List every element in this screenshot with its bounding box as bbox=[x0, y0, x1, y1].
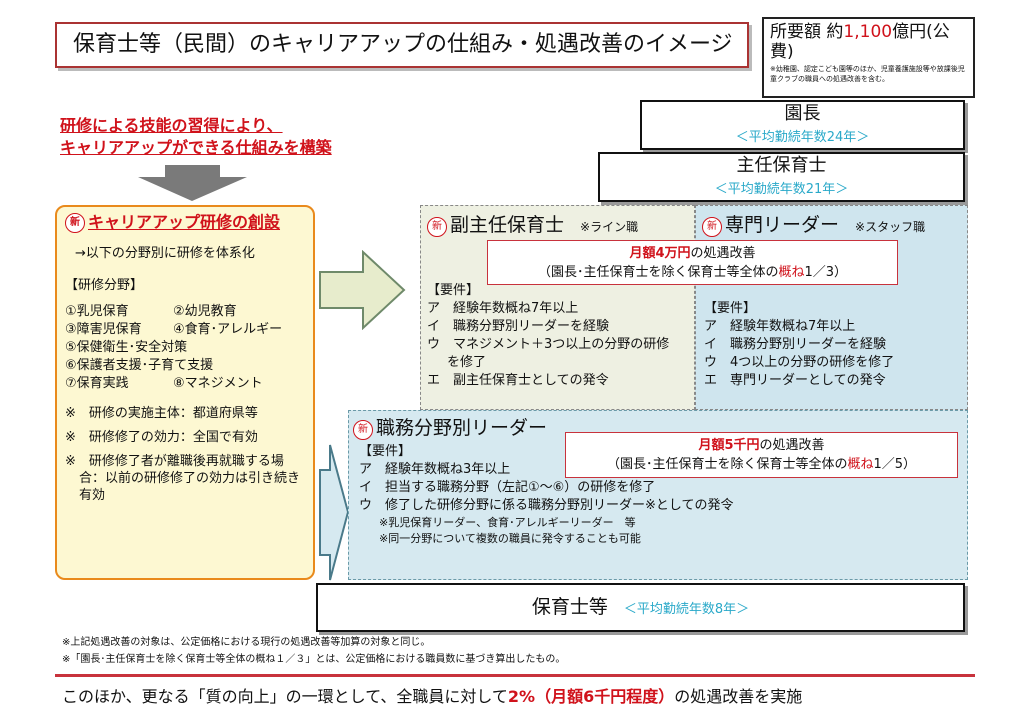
field-item: ⑥保護者支援･子育て支援 bbox=[65, 358, 214, 373]
right-arrow-icon bbox=[319, 444, 350, 581]
training-note: ※ 研修修了の効力：全国で有効 bbox=[65, 430, 258, 445]
training-box: 新キャリアアップ研修の創設 →以下の分野別に研修を体系化 【研修分野】 ①乳児保… bbox=[55, 205, 315, 580]
new-badge-icon: 新 bbox=[65, 213, 85, 233]
vice-type: ※ライン職 bbox=[580, 220, 639, 234]
pay-box-5k: 月額5千円の処遇改善 （園長･主任保育士を除く保育士等全体の概ね1／5） bbox=[565, 432, 958, 478]
rank-name: 主任保育士 bbox=[736, 155, 827, 176]
pay-box-40k: 月額4万円の処遇改善 （園長･主任保育士を除く保育士等全体の概ね1／3） bbox=[487, 240, 898, 285]
vice-chief-panel: 新副主任保育士 ※ライン職 【要件】 ア 経験年数概ね7年以上 イ 職務分野別リ… bbox=[420, 205, 695, 410]
pay-ratio: 概ね bbox=[778, 265, 805, 280]
req-item: エ 専門リーダーとしての発令 bbox=[704, 373, 886, 388]
new-badge-icon: 新 bbox=[353, 419, 373, 440]
summary-highlight: 2%（月額6千円程度） bbox=[507, 687, 675, 706]
field-item: ⑧マネジメント bbox=[173, 376, 263, 391]
req-item: ウ 4つ以上の分野の研修を修了 bbox=[704, 355, 895, 370]
training-note: ※ 研修の実施主体：都道府県等 bbox=[65, 406, 258, 421]
pay-fraction: 1／3） bbox=[804, 265, 848, 280]
rank-name: 園長 bbox=[784, 103, 821, 124]
pay-fraction: 1／5） bbox=[873, 457, 917, 472]
page-title: 保育士等（民間）のキャリアアップの仕組み・処遇改善のイメージ bbox=[55, 22, 749, 68]
footnotes: ※上記処遇改善の対象は、公定価格における現行の処遇改善等加算の対象と同じ。 ※「… bbox=[62, 634, 565, 668]
pay-scope: （園長･主任保育士を除く保育士等全体の bbox=[606, 457, 848, 472]
specialist-title: 専門リーダー bbox=[725, 214, 840, 236]
field-item: ⑤保健衛生･安全対策 bbox=[65, 340, 188, 355]
field-leader-title: 職務分野別リーダー bbox=[376, 417, 548, 439]
req-item: ア 経験年数概ね7年以上 bbox=[704, 319, 856, 334]
cost-suffix: 億円(公費) bbox=[770, 22, 950, 62]
rank-chief: 主任保育士 ＜平均勤続年数21年＞ bbox=[598, 152, 965, 202]
req-item: ア 経験年数概ね3年以上 bbox=[359, 462, 511, 477]
vice-title: 副主任保育士 bbox=[450, 214, 565, 236]
lead-line-2: キャリアアップができる仕組みを構築 bbox=[60, 138, 332, 157]
req-label: 【要件】 bbox=[359, 444, 412, 459]
req-item: ウ 修了した研修分野に係る職務分野別リーダー※としての発令 bbox=[359, 498, 734, 513]
cost-amount: 1,100 bbox=[843, 22, 893, 42]
req-item: イ 職務分野別リーダーを経験 bbox=[704, 337, 887, 352]
field-item: ⑦保育実践 bbox=[65, 376, 129, 391]
new-badge-icon: 新 bbox=[702, 216, 722, 237]
rank-staff: 保育士等 ＜平均勤続年数8年＞ bbox=[316, 583, 965, 632]
divider bbox=[55, 674, 975, 677]
rank-name: 保育士等 bbox=[531, 596, 608, 618]
specialist-panel: 新専門リーダー ※スタッフ職 【要件】 ア 経験年数概ね7年以上 イ 職務分野別… bbox=[695, 205, 968, 410]
fields-label: 【研修分野】 bbox=[65, 278, 144, 293]
training-note: ※ 研修修了者が離職後再就職する場合：以前の研修修了の効力は引き続き有効 bbox=[65, 454, 301, 503]
req-label: 【要件】 bbox=[704, 301, 757, 316]
fields-list: ①乳児保育 ②幼児教育 ③障害児保育 ④食育･アレルギー ⑤保健衛生･安全対策 ⑥保… bbox=[65, 303, 305, 393]
pay-text: の処遇改善 bbox=[690, 246, 756, 261]
training-title: キャリアアップ研修の創設 bbox=[88, 212, 281, 232]
summary-text: の処遇改善を実施 bbox=[674, 687, 803, 706]
down-arrow-icon bbox=[138, 165, 247, 201]
lead-line-1: 研修による技能の習得により、 bbox=[60, 116, 283, 135]
cost-box: 所要額 約1,100億円(公費) ※幼稚園、認定こども園等のほか、児童養護施設等… bbox=[762, 17, 975, 98]
lead-text: 研修による技能の習得により、 キャリアアップができる仕組みを構築 bbox=[60, 115, 332, 159]
rank-years: ＜平均勤続年数24年＞ bbox=[735, 130, 870, 145]
pay-ratio: 概ね bbox=[847, 457, 874, 472]
cost-note: ※幼稚園、認定こども園等のほか、児童養護施設等や放課後児童クラブの職員への処遇改… bbox=[770, 65, 965, 83]
footnote: ※「園長･主任保育士を除く保育士等全体の概ね１／３」とは、公定価格における職員数… bbox=[62, 654, 566, 665]
bottom-summary: このほか、更なる「質の向上」の一環として、全職員に対して2%（月額6千円程度）の… bbox=[62, 683, 802, 707]
rank-director: 園長 ＜平均勤続年数24年＞ bbox=[640, 100, 965, 150]
pay-amount: 月額4万円 bbox=[629, 246, 691, 261]
pay-scope: （園長･主任保育士を除く保育士等全体の bbox=[537, 265, 779, 280]
req-note: ※同一分野について複数の職員に発令することも可能 bbox=[379, 532, 641, 545]
req-item: ウ マネジメント＋3つ以上の分野の研修を修了 bbox=[427, 337, 670, 370]
req-item: イ 担当する職務分野（左記①～⑥）の研修を修了 bbox=[359, 480, 656, 495]
rank-years: ＜平均勤続年数8年＞ bbox=[623, 602, 750, 617]
summary-text: このほか、更なる「質の向上」の一環として、全職員に対して bbox=[62, 687, 508, 706]
rank-years: ＜平均勤続年数21年＞ bbox=[714, 182, 849, 197]
field-item: ③障害児保育 bbox=[65, 322, 142, 337]
req-label: 【要件】 bbox=[427, 283, 480, 298]
field-item: ④食育･アレルギー bbox=[173, 322, 283, 337]
req-item: ア 経験年数概ね7年以上 bbox=[427, 301, 579, 316]
field-item: ②幼児教育 bbox=[173, 304, 237, 319]
new-badge-icon: 新 bbox=[427, 216, 447, 237]
training-systematize: →以下の分野別に研修を体系化 bbox=[75, 246, 255, 261]
field-item: ①乳児保育 bbox=[65, 304, 129, 319]
req-item: エ 副主任保育士としての発令 bbox=[427, 373, 609, 388]
footnote: ※上記処遇改善の対象は、公定価格における現行の処遇改善等加算の対象と同じ。 bbox=[62, 637, 431, 648]
right-arrow-icon bbox=[319, 250, 406, 330]
pay-text: の処遇改善 bbox=[759, 438, 825, 453]
pay-amount: 月額5千円 bbox=[698, 438, 760, 453]
req-item: イ 職務分野別リーダーを経験 bbox=[427, 319, 610, 334]
specialist-type: ※スタッフ職 bbox=[855, 220, 926, 234]
req-note: ※乳児保育リーダー、食育･アレルギーリーダー 等 bbox=[379, 516, 636, 529]
cost-prefix: 所要額 約 bbox=[770, 22, 844, 42]
